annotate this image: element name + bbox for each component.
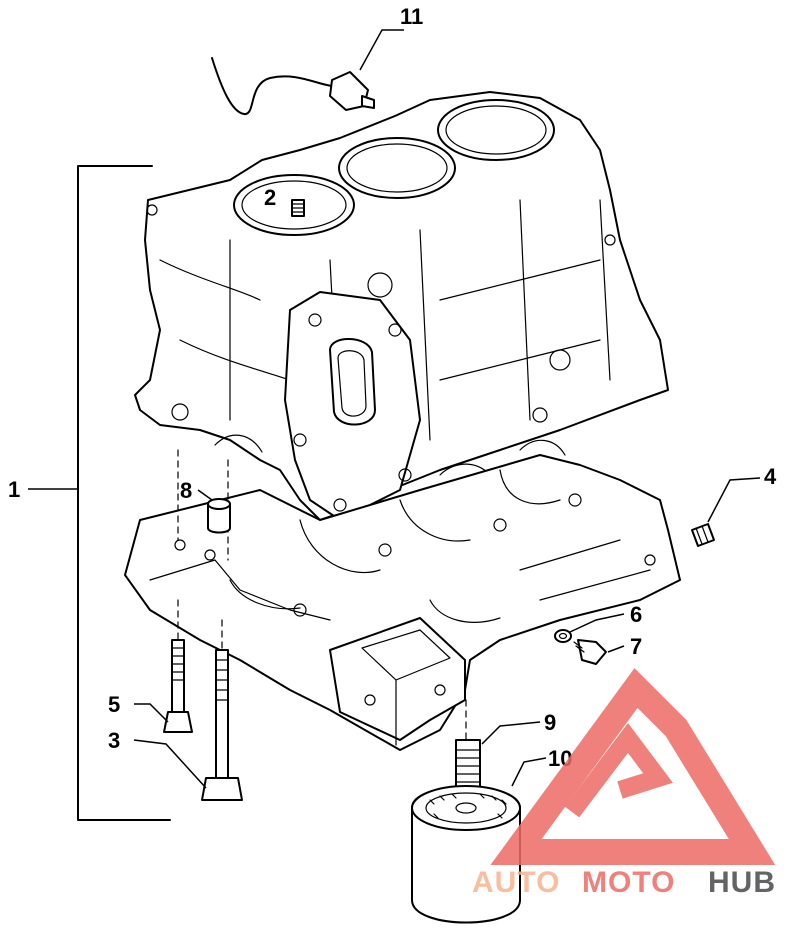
plug-part bbox=[691, 477, 761, 547]
watermark-logo-icon bbox=[490, 668, 776, 865]
washer-and-bolt-parts bbox=[554, 613, 625, 665]
cylinder-block bbox=[134, 91, 669, 521]
callout-1: 1 bbox=[8, 477, 20, 502]
watermark-text-auto: AUTO bbox=[472, 866, 560, 899]
watermark-text-hub: HUB bbox=[708, 866, 776, 899]
callout-5: 5 bbox=[108, 692, 120, 717]
watermark-text-moto: MOTO bbox=[582, 866, 675, 899]
dowel-part bbox=[197, 489, 231, 534]
long-bolt-parts bbox=[133, 599, 243, 801]
union-bolt-part bbox=[455, 699, 541, 799]
callout-3: 3 bbox=[108, 728, 120, 753]
callout-8: 8 bbox=[180, 478, 192, 503]
assembly-bracket bbox=[28, 165, 171, 821]
callout-9: 9 bbox=[544, 710, 556, 735]
callout-4: 4 bbox=[764, 464, 777, 489]
callout-7: 7 bbox=[630, 634, 642, 659]
automotohub-watermark: AUTO MOTO HUB bbox=[472, 668, 776, 899]
knock-sensor-part bbox=[211, 29, 404, 115]
callout-11: 11 bbox=[400, 4, 423, 29]
callout-6: 6 bbox=[630, 602, 642, 627]
oil-filter-part bbox=[411, 757, 547, 924]
callout-labels: 1 2 3 4 5 6 7 8 9 10 11 bbox=[8, 4, 777, 771]
lower-crankcase bbox=[124, 449, 681, 751]
callout-2: 2 bbox=[264, 185, 276, 210]
